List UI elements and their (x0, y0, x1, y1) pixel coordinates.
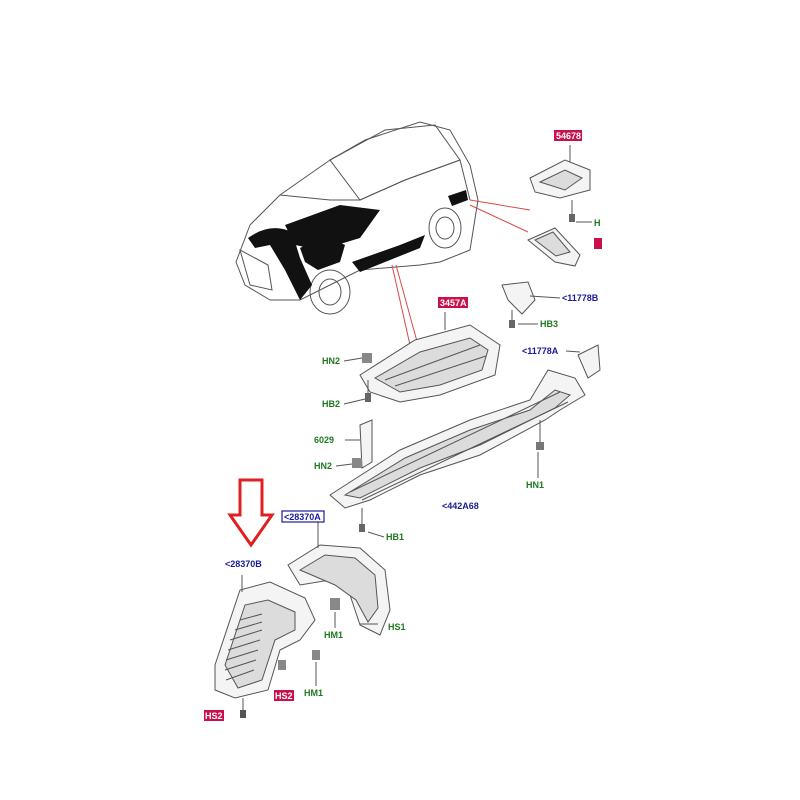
callout-hm1-a: HM1 (324, 630, 343, 640)
callout-hb3: HB3 (540, 319, 558, 329)
wheel-arch-liner-b (214, 575, 320, 718)
callout-h-partial: H (594, 218, 601, 228)
callout-highlight-top-right: 54678 (556, 131, 581, 141)
callout-28370a: <28370A (284, 512, 321, 522)
leader-lines (391, 199, 531, 346)
callout-hb2: HB2 (322, 399, 340, 409)
callout-hb1: HB1 (386, 532, 404, 542)
callout-hn2-top: HN2 (322, 356, 340, 366)
bracket-11778b (501, 281, 561, 328)
callout-11778a: <11778A (522, 346, 559, 356)
callout-442a68: <442A68 (442, 501, 479, 511)
blue-callouts: <11778B <11778A <442A68 <28370A <28370B (225, 293, 599, 569)
callout-hn1: HN1 (526, 480, 544, 490)
red-arrow-icon (227, 478, 275, 548)
callout-highlight-bottom-small: HS2 (275, 691, 293, 701)
wheel-arch-liner-a (287, 522, 391, 636)
vehicle-illustration (235, 121, 479, 315)
callout-hn2-mid: HN2 (314, 461, 332, 471)
top-right-shield (529, 145, 591, 222)
callout-11778b: <11778B (562, 293, 599, 303)
middle-undertray (359, 312, 501, 403)
callout-highlight-mid: 3457A (440, 298, 467, 308)
callout-hm1-b: HM1 (304, 688, 323, 698)
callout-6029: 6029 (314, 435, 334, 445)
long-undertray (329, 369, 586, 532)
callout-hs1: HS1 (388, 622, 406, 632)
highlight-callouts: 54678 3457A HS2 HS2 (204, 130, 602, 721)
bracket-11778a (577, 344, 601, 379)
callout-28370b: <28370B (225, 559, 262, 569)
bracket-6029 (345, 419, 373, 469)
green-callouts: HN2 HB2 6029 HN2 HB1 HN1 HB3 H HM1 HS1 H… (304, 218, 601, 698)
callout-highlight-bottom-left: HS2 (205, 711, 223, 721)
top-right-bracket (527, 227, 581, 267)
